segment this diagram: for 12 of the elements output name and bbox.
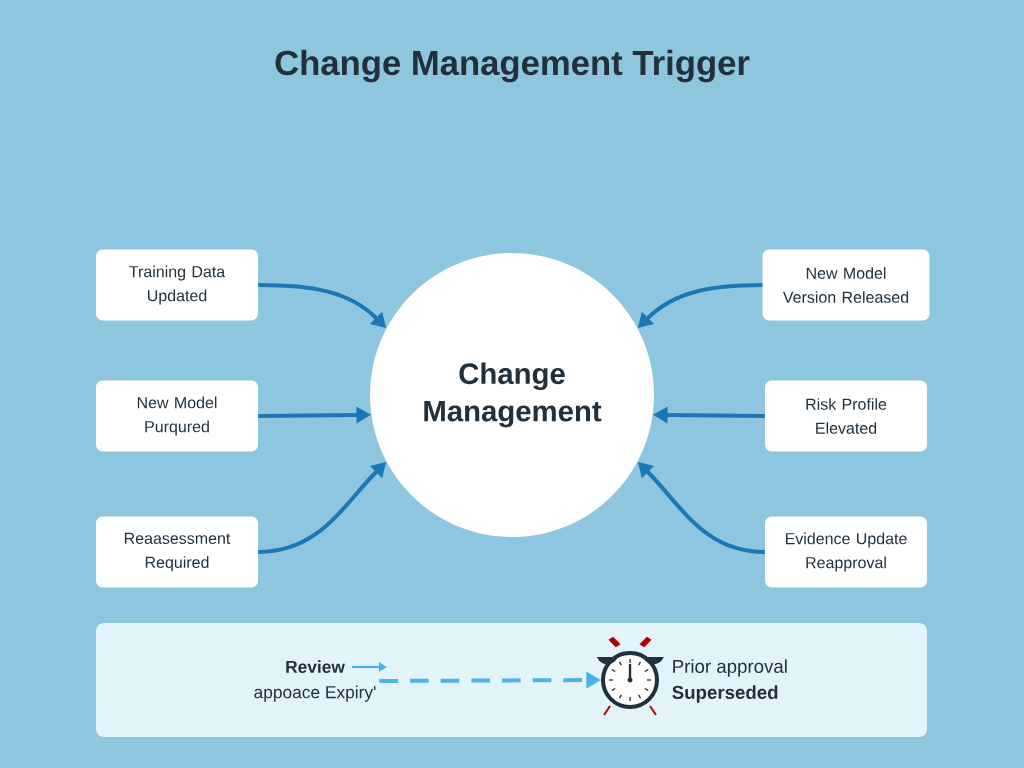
trigger-box: Risk Profile Elevated [765,380,927,452]
review-text: Review appoace Expiry' [254,660,376,702]
trigger-box: New Model Purqured [96,380,258,452]
clock-drawing [597,651,664,709]
trigger-box: Reaasessment Required [96,516,258,588]
trigger-box: Training Data Updated [96,249,258,321]
caption-text: Prior approval [673,659,787,677]
title: Change Management Trigger [275,49,750,83]
trigger-box: Evidence Update Reapproval [765,516,927,588]
trigger-box: New Model Version Released [762,249,930,321]
caption-text: Superseded [672,685,778,703]
panel-background [96,623,927,737]
